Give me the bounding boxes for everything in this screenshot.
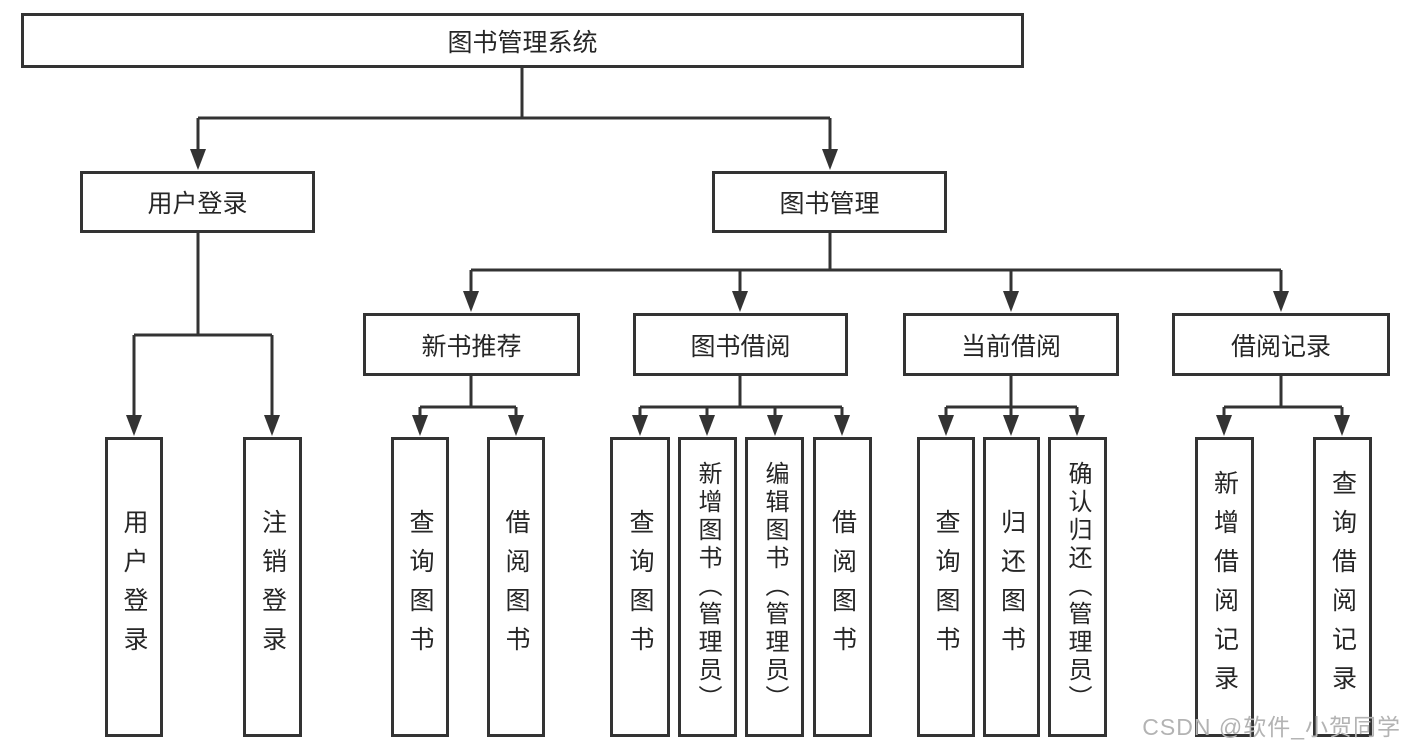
- node-current-borrow: 当前借阅: [903, 313, 1119, 376]
- arrowheads: [126, 149, 1350, 436]
- leaf-user-login: 用户登录: [105, 437, 163, 737]
- leaf-confirm-return-admin: 确认归还（管理员）: [1048, 437, 1107, 737]
- node-borrow-records: 借阅记录: [1172, 313, 1390, 376]
- node-user-login: 用户登录: [80, 171, 315, 233]
- leaf-query-books-recommend: 查询图书: [391, 437, 449, 737]
- csdn-watermark: CSDN @软件_小贺同学: [1142, 714, 1401, 740]
- leaf-add-borrow-record: 新增借阅记录: [1195, 437, 1254, 737]
- leaf-logout: 注销登录: [243, 437, 302, 737]
- node-new-book-recommend: 新书推荐: [363, 313, 580, 376]
- leaf-borrow-books-recommend: 借阅图书: [487, 437, 545, 737]
- node-book-borrow: 图书借阅: [633, 313, 848, 376]
- node-root: 图书管理系统: [21, 13, 1024, 68]
- leaf-add-books-admin: 新增图书（管理员）: [678, 437, 737, 737]
- leaf-return-books: 归还图书: [983, 437, 1040, 737]
- leaf-query-books-borrow: 查询图书: [610, 437, 670, 737]
- leaf-query-books-current: 查询图书: [917, 437, 975, 737]
- leaf-query-borrow-record: 查询借阅记录: [1313, 437, 1372, 737]
- leaf-borrow-books: 借阅图书: [813, 437, 872, 737]
- node-book-management: 图书管理: [712, 171, 947, 233]
- leaf-edit-books-admin: 编辑图书（管理员）: [745, 437, 804, 737]
